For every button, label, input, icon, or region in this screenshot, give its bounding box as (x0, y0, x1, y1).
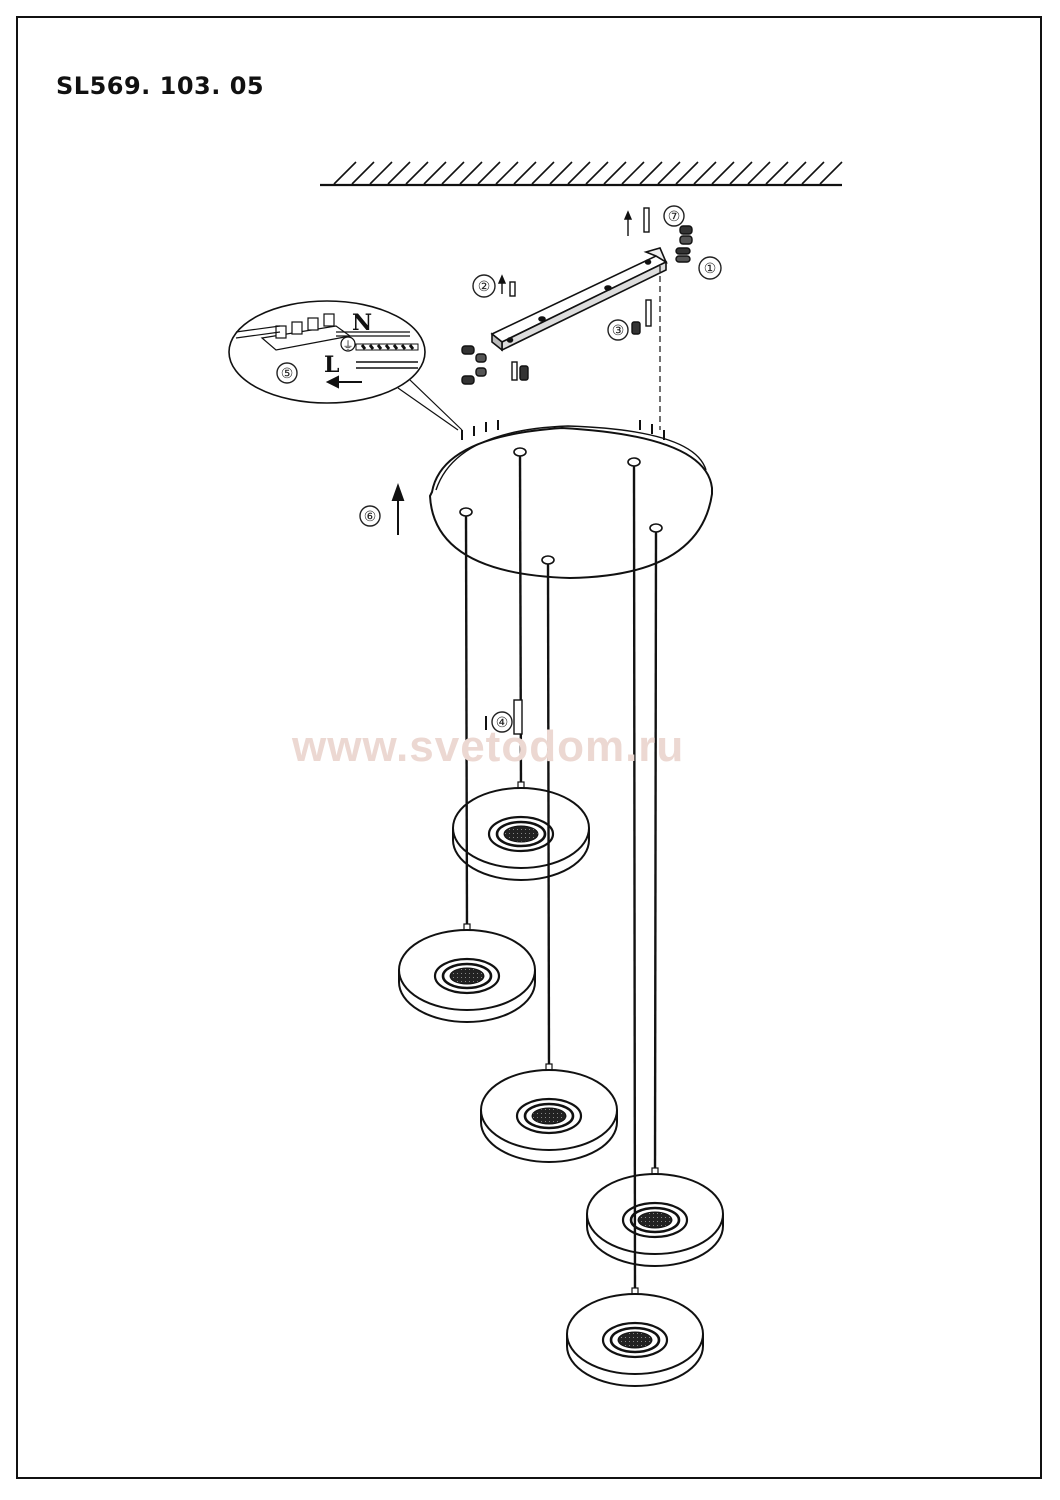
crystal-diffuser (531, 1107, 567, 1125)
step-1-label: ① (704, 261, 717, 277)
cord-fitting (627, 457, 641, 467)
canopy (428, 420, 713, 580)
suspension-cord (653, 531, 658, 1179)
step-4-label: ④ (496, 715, 509, 731)
step-2-marker (472, 274, 496, 298)
cord-fitting (459, 507, 473, 517)
step-6-label: ⑥ (364, 509, 377, 525)
suspension-cord (546, 563, 551, 1075)
crystal-diffuser (449, 967, 485, 985)
step-1-marker (698, 256, 722, 280)
ground-symbol-ring (340, 336, 356, 352)
crystal-diffuser (503, 825, 539, 843)
suspension-cord (464, 515, 469, 935)
terminal-block (235, 313, 410, 351)
step-2-label: ② (478, 279, 491, 295)
suspension-cord (632, 465, 637, 1299)
cord-fitting (541, 555, 555, 565)
step-4-detail: ④ (485, 699, 523, 735)
step-6-marker (359, 505, 381, 527)
pendant-2 (398, 507, 536, 1023)
pendant-5 (566, 457, 704, 1387)
step-3-marker (607, 319, 629, 341)
cord-fitting (649, 523, 663, 533)
wire-arrow (325, 375, 362, 389)
mounting-bracket (490, 247, 668, 352)
live-label: L (324, 352, 339, 378)
ceiling-hatch (320, 161, 843, 187)
suspension-cord (518, 455, 523, 793)
lift-arrow (391, 483, 405, 535)
ground-symbol: ⏚ (343, 339, 354, 352)
step-5-marker (276, 362, 298, 384)
neutral-label: N (352, 310, 372, 336)
pendant-1 (452, 447, 590, 881)
crystal-diffuser (637, 1211, 673, 1229)
wiring-detail: ⑤ N L ⏚ (228, 300, 463, 431)
step-5-label: ⑤ (281, 366, 294, 382)
watermark: www.svetodom.ru (292, 722, 685, 771)
pendant-4 (586, 523, 724, 1267)
step-3-label: ③ (612, 323, 625, 339)
step-7-label: ⑦ (668, 209, 681, 225)
crystal-diffuser (617, 1331, 653, 1349)
step-4-marker (491, 711, 513, 733)
model-code: SL569. 103. 05 (56, 72, 265, 100)
cord-fitting (513, 447, 527, 457)
step-7-marker (663, 205, 685, 227)
page-border (16, 16, 1042, 1479)
screw-set (461, 207, 693, 385)
pendant-3 (480, 555, 618, 1163)
